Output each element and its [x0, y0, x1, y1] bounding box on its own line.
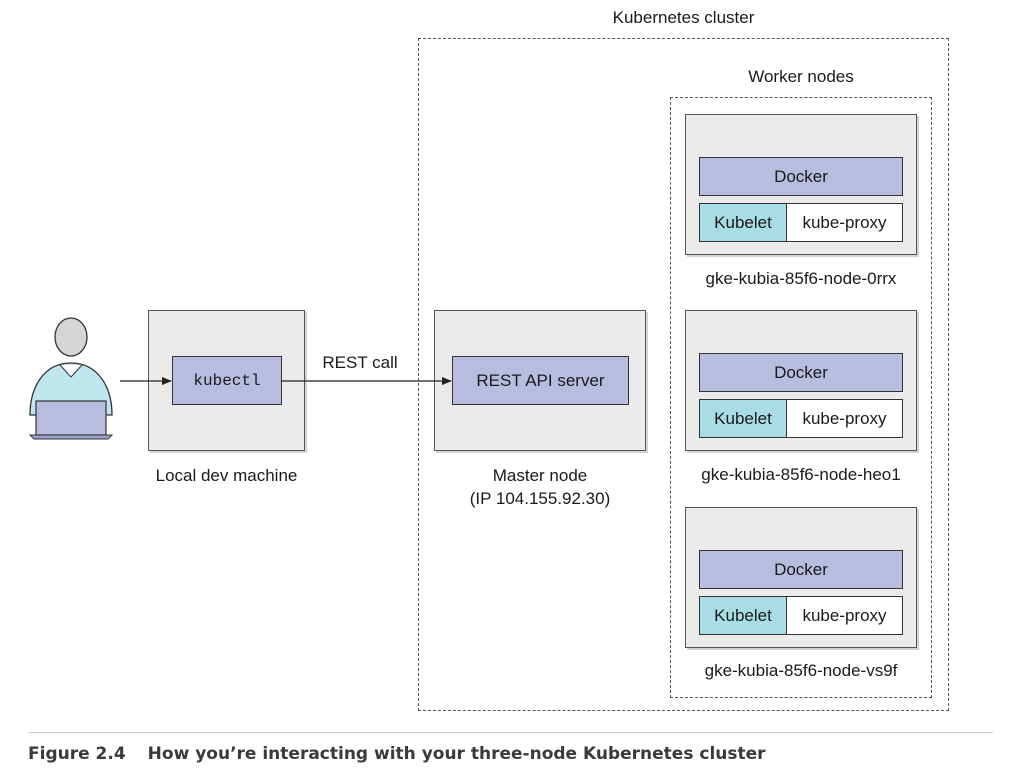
- worker-node-name-1: gke-kubia-85f6-node-0rrx: [705, 269, 897, 288]
- kubernetes-cluster-boundary: [418, 38, 949, 711]
- kubelet-box-1: Kubelet: [699, 203, 787, 242]
- master-node-ip: (IP 104.155.92.30): [469, 489, 611, 508]
- worker-nodes-boundary: [670, 97, 932, 698]
- docker-box-2: Docker: [699, 353, 903, 392]
- rest-api-server-box: REST API server: [452, 356, 629, 405]
- worker-node-name-3: gke-kubia-85f6-node-vs9f: [704, 661, 898, 680]
- figure-caption: Figure 2.4 How you’re interacting with yo…: [28, 744, 766, 764]
- kube-proxy-box-3: kube-proxy: [786, 596, 903, 635]
- docker-box-1: Docker: [699, 157, 903, 196]
- kube-proxy-box-2: kube-proxy: [786, 399, 903, 438]
- local-dev-machine-label: Local dev machine: [155, 466, 298, 485]
- docker-box-3: Docker: [699, 550, 903, 589]
- worker-node-name-2: gke-kubia-85f6-node-heo1: [701, 465, 901, 484]
- master-node-label: Master node: [492, 466, 588, 485]
- kubelet-box-2: Kubelet: [699, 399, 787, 438]
- figure-number: Figure 2.4: [28, 744, 126, 764]
- cluster-title: Kubernetes cluster: [612, 8, 755, 27]
- kubelet-box-3: Kubelet: [699, 596, 787, 635]
- rest-call-label: REST call: [322, 353, 398, 372]
- kube-proxy-box-1: kube-proxy: [786, 203, 903, 242]
- user-with-laptop-icon: [28, 317, 114, 440]
- kubectl-box: kubectl: [172, 356, 282, 405]
- figure-caption-text: How you’re interacting with your three-n…: [147, 744, 766, 764]
- worker-nodes-title: Worker nodes: [748, 67, 854, 86]
- caption-rule: [28, 732, 993, 733]
